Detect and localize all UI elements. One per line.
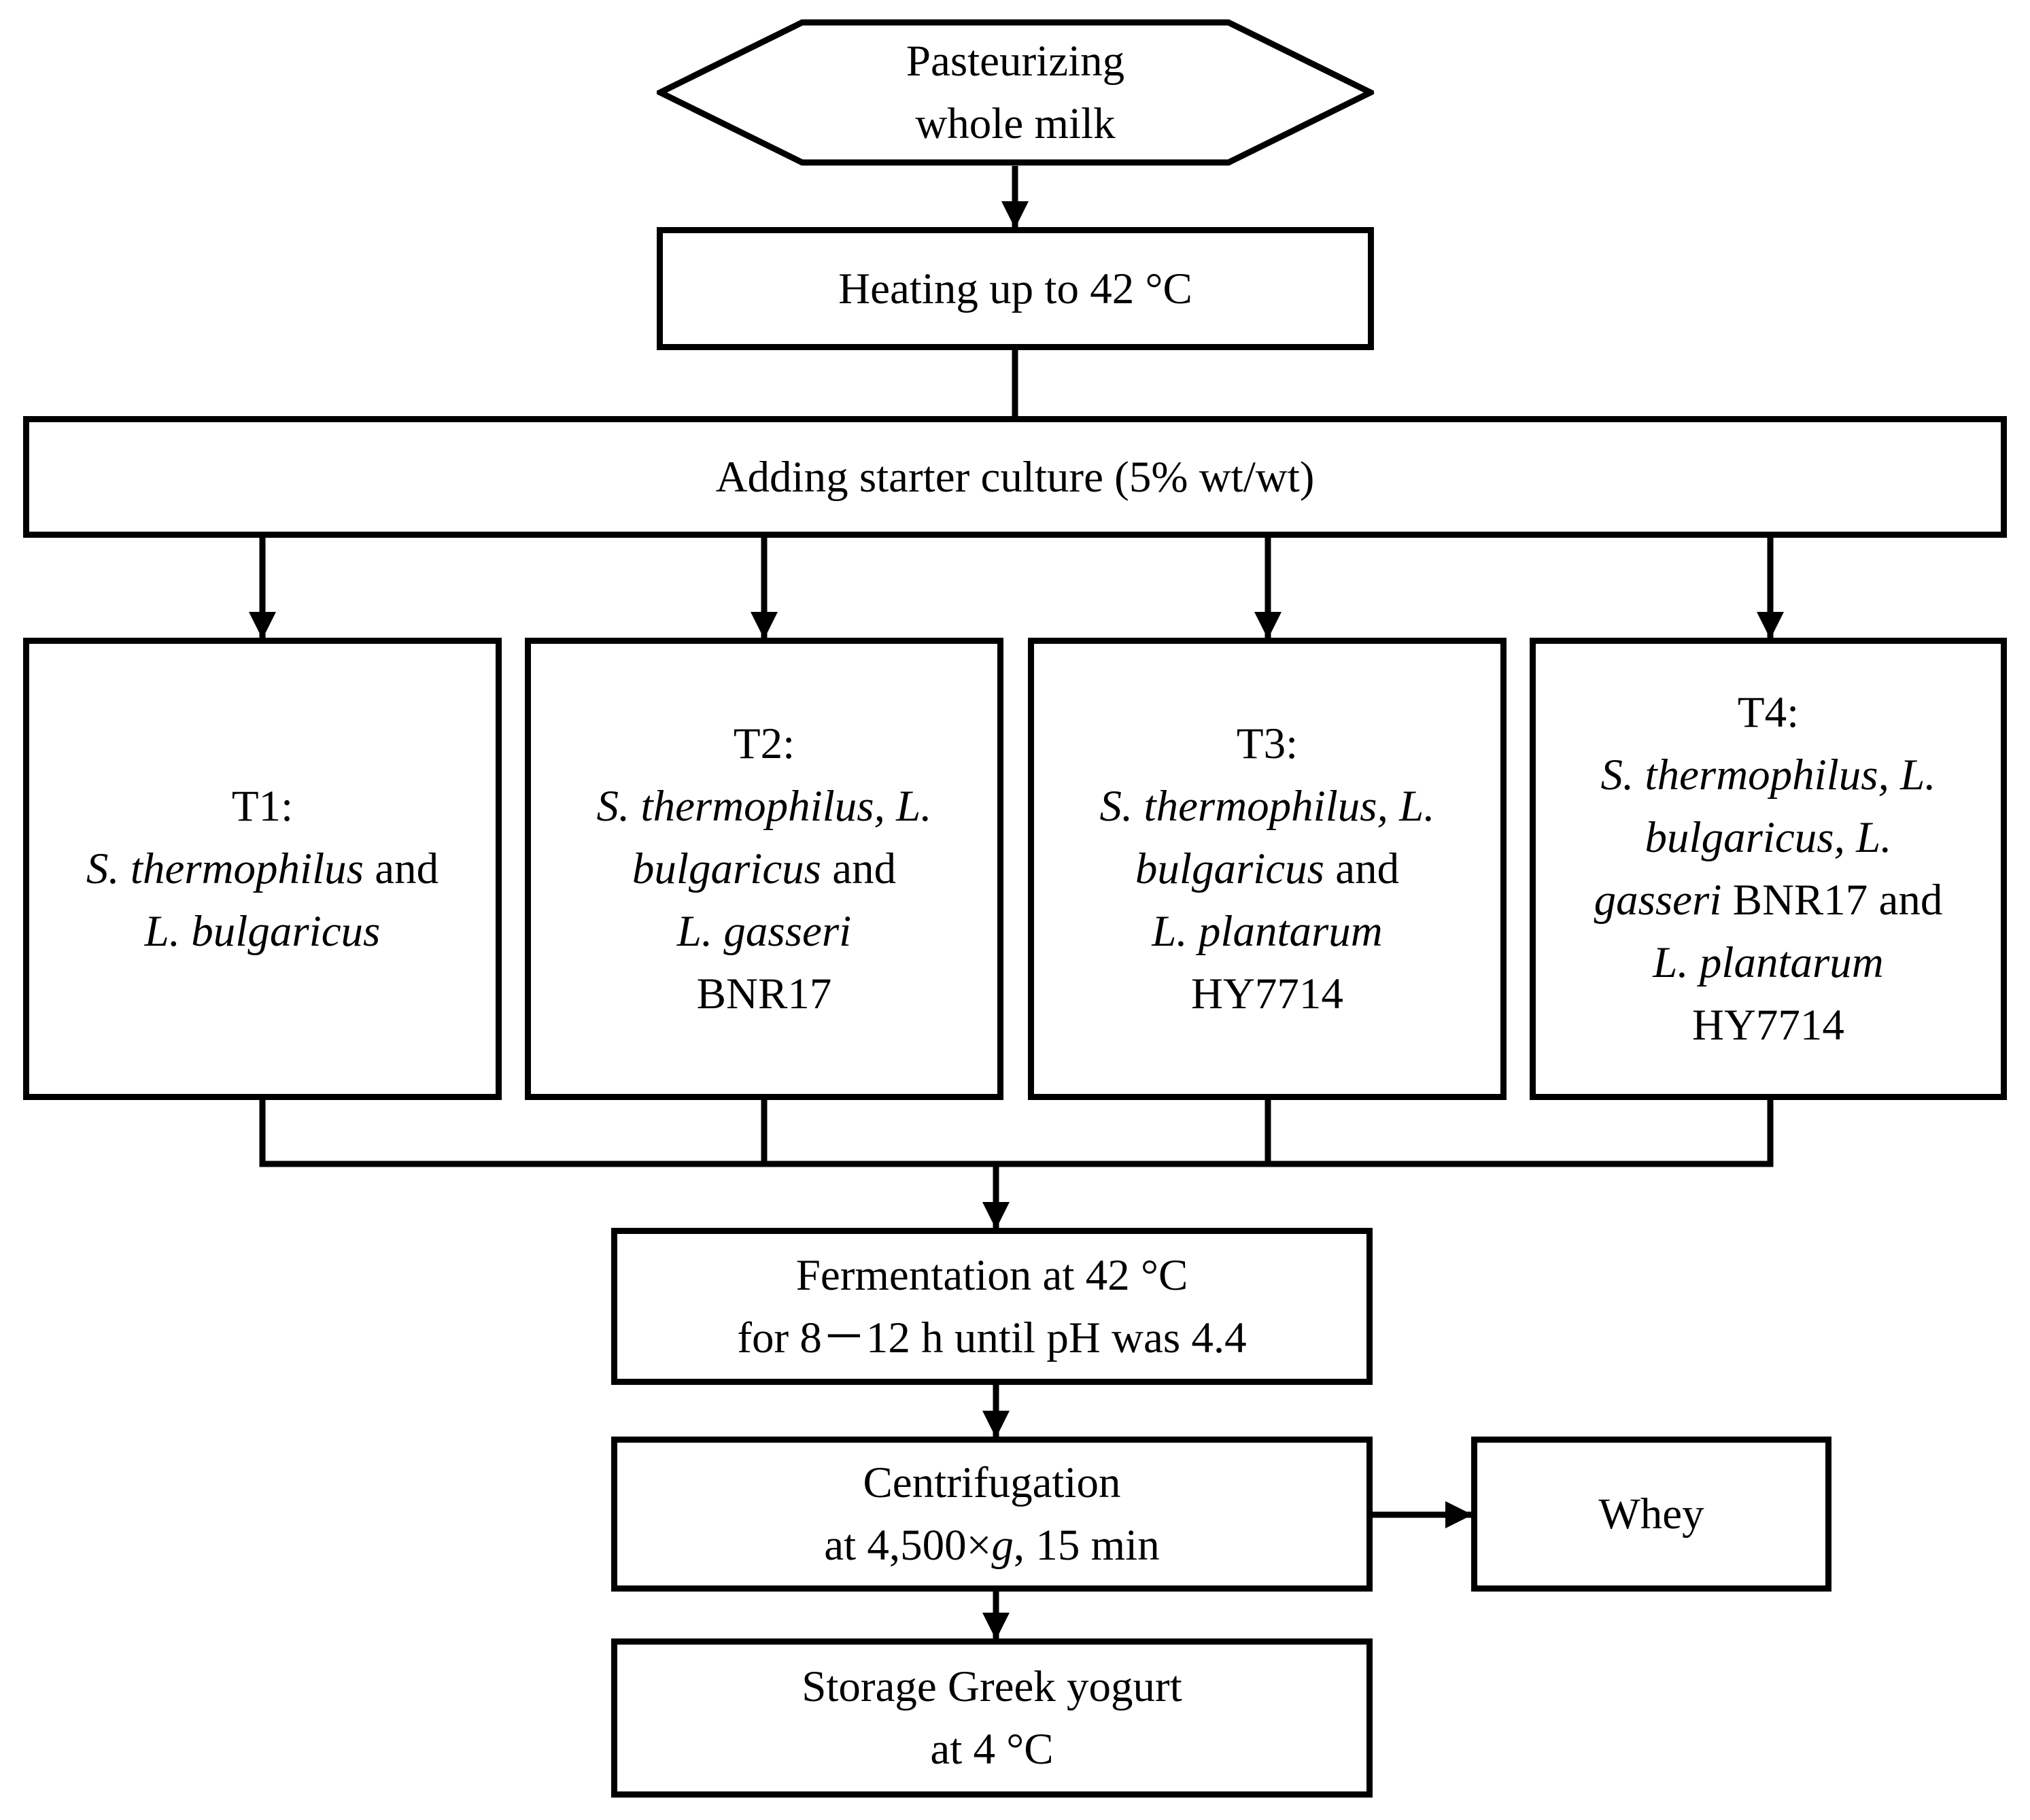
pasteurize-line-2: whole milk <box>915 99 1116 148</box>
treatment-t2-node: T2: S. thermophilus, L. bulgaricus and L… <box>525 638 1003 1100</box>
t4-bulgaricus: bulgaricus, L. <box>1645 813 1892 862</box>
t3-bulgaricus: bulgaricus <box>1135 844 1324 893</box>
pasteurize-text: Pasteurizing whole milk <box>906 30 1124 155</box>
treatment-t4-node: T4: S. thermophilus, L. bulgaricus, L. g… <box>1530 638 2007 1100</box>
t3-line-3: bulgaricus and <box>1135 838 1399 900</box>
t4-label: T4: <box>1737 688 1800 737</box>
t2-s-thermophilus: S. thermophilus, L. <box>596 782 932 831</box>
treatment-t3-node: T3: S. thermophilus, L. bulgaricus and L… <box>1028 638 1507 1100</box>
centrifugation-line-2: at 4,500×g, 15 min <box>824 1514 1159 1577</box>
whey-text: Whey <box>1598 1490 1704 1539</box>
t3-strain: HY7714 <box>1191 969 1343 1018</box>
t2-line-4: L. gasseri <box>677 900 851 963</box>
t3-s-thermophilus: S. thermophilus, L. <box>1099 782 1435 831</box>
t1-line-3: L. bulgaricus <box>145 900 381 963</box>
centrifugation-speed: at 4,500× <box>824 1521 992 1570</box>
fermentation-line-1: Fermentation at 42 °C <box>795 1250 1188 1300</box>
t4-line-4: gasseri BNR17 and <box>1594 869 1943 931</box>
t1-label: T1: <box>231 782 294 831</box>
centrifugation-line-1: Centrifugation <box>863 1458 1121 1507</box>
heating-text: Heating up to 42 °C <box>838 264 1192 313</box>
whey-node: Whey <box>1471 1437 1831 1592</box>
t2-strain: BNR17 <box>696 969 832 1018</box>
t4-line-3: bulgaricus, L. <box>1645 806 1892 869</box>
pasteurize-line-1: Pasteurizing <box>906 37 1125 86</box>
t4-line-2: S. thermophilus, L. <box>1601 744 1936 806</box>
t4-line-5: L. plantarum <box>1653 931 1884 994</box>
centrifugation-g: g <box>991 1521 1014 1570</box>
t4-l-plantarum: L. plantarum <box>1653 938 1884 987</box>
t2-label: T2: <box>733 719 795 768</box>
storage-line-2: at 4 °C <box>930 1725 1054 1774</box>
t2-line-3: bulgaricus and <box>632 838 896 900</box>
centrifugation-time: , 15 min <box>1013 1521 1160 1570</box>
storage-line-1: Storage Greek yogurt <box>802 1662 1182 1711</box>
t1-s-thermophilus: S. thermophilus <box>86 844 364 893</box>
starter-culture-node: Adding starter culture (5% wt/wt) <box>23 416 2007 538</box>
heating-node: Heating up to 42 °C <box>657 227 1374 350</box>
t4-s-thermophilus: S. thermophilus, L. <box>1600 751 1936 800</box>
centrifugation-node: Centrifugation at 4,500×g, 15 min <box>611 1437 1373 1592</box>
fermentation-node: Fermentation at 42 °C for 8－12 h until p… <box>611 1228 1373 1385</box>
t3-line-4: L. plantarum <box>1152 900 1383 963</box>
t2-and: and <box>821 844 897 893</box>
t2-l-gasseri: L. gasseri <box>676 907 852 956</box>
t3-and: and <box>1324 844 1400 893</box>
storage-node: Storage Greek yogurt at 4 °C <box>611 1638 1373 1798</box>
t1-and: and <box>363 844 439 893</box>
starter-culture-text: Adding starter culture (5% wt/wt) <box>715 452 1315 502</box>
t3-line-2: S. thermophilus, L. <box>1100 775 1435 838</box>
t4-bnr17-and: BNR17 and <box>1721 876 1943 925</box>
t1-l-bulgaricus: L. bulgaricus <box>144 907 381 956</box>
t4-gasseri: gasseri <box>1594 876 1722 925</box>
t4-strain-2: HY7714 <box>1692 1001 1844 1050</box>
merge-line-treatments <box>259 1100 1774 1167</box>
t2-bulgaricus: bulgaricus <box>632 844 821 893</box>
treatment-t1-node: T1: S. thermophilus and L. bulgaricus <box>23 638 502 1100</box>
t2-line-2: S. thermophilus, L. <box>597 775 932 838</box>
fermentation-line-2: for 8－12 h until pH was 4.4 <box>737 1313 1247 1362</box>
pasteurize-node: Pasteurizing whole milk <box>657 19 1374 166</box>
t3-label: T3: <box>1236 719 1298 768</box>
t1-line-2: S. thermophilus and <box>86 838 438 900</box>
hexagon-shape <box>657 19 1374 166</box>
t3-l-plantarum: L. plantarum <box>1152 907 1383 956</box>
